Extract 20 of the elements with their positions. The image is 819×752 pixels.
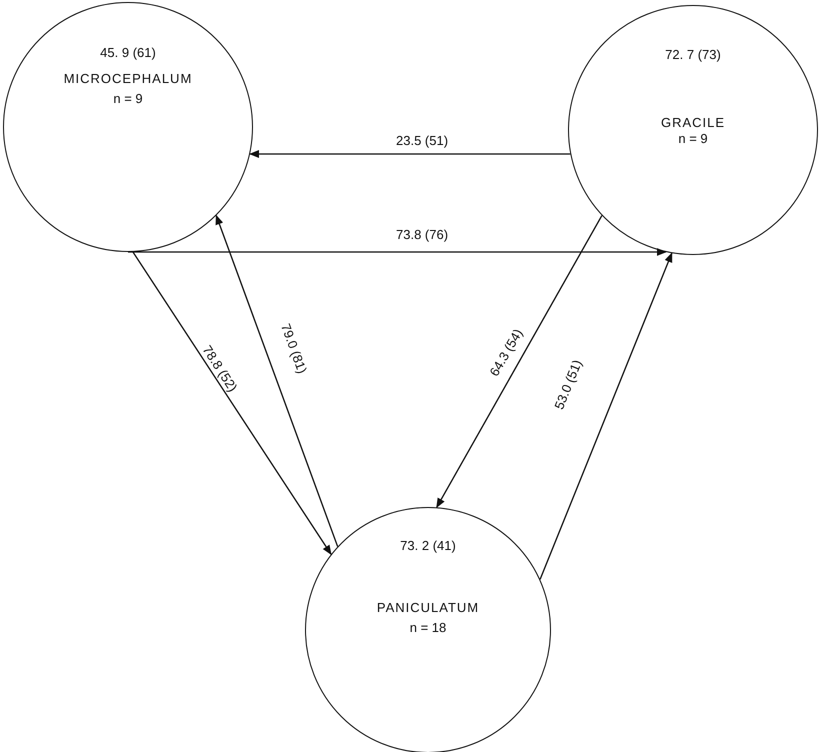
- sample-size: n = 9: [113, 91, 143, 107]
- arrow: [249, 150, 570, 158]
- arrow: [132, 252, 332, 556]
- node-title: MICROCEPHALUM: [64, 71, 192, 87]
- circle-node: [3, 2, 253, 252]
- sample-size: n = 9: [678, 131, 708, 147]
- circle-node: [305, 507, 551, 752]
- node-value: 73. 2 (41): [400, 538, 456, 554]
- node-title: GRACILE: [660, 115, 726, 131]
- sample-size: n = 18: [410, 620, 446, 636]
- node-value: 45. 9 (61): [100, 45, 156, 61]
- node-title: PANICULATUM: [376, 600, 480, 616]
- arrow: [128, 248, 667, 256]
- edge-label: 73.8 (76): [394, 226, 450, 242]
- circle-node: [568, 5, 818, 255]
- edge-label: 23.5 (51): [394, 132, 450, 148]
- arrow: [216, 214, 338, 547]
- node-value: 72. 7 (73): [665, 47, 721, 63]
- arrow: [436, 215, 602, 508]
- arrow: [540, 252, 672, 580]
